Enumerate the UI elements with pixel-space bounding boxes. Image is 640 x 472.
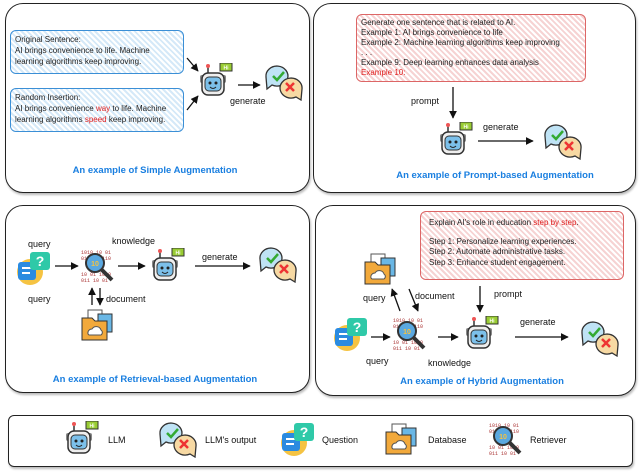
panel-hybrid-augmentation xyxy=(315,205,636,396)
llm-output-icon xyxy=(158,422,198,458)
prompt-line: Example 9: Deep learning enhances data a… xyxy=(361,58,539,67)
knowledge-label: knowledge xyxy=(112,236,156,246)
prompt-label: prompt xyxy=(411,96,440,106)
legend-retriever-label: Retriever xyxy=(530,435,567,445)
panel-retrieval-augmentation xyxy=(5,205,310,393)
text: AI brings convenience xyxy=(15,104,96,113)
arrow xyxy=(186,57,199,72)
original-sentence-line: learning algorithms keep improving. xyxy=(15,57,142,66)
random-insertion-line: AI brings convenience way to life. Machi… xyxy=(15,103,179,114)
text: to life. Machine xyxy=(110,104,167,113)
knowledge-label: knowledge xyxy=(428,358,472,368)
original-sentence-line: AI brings convenience to life. Machine xyxy=(15,46,150,55)
prompt-line: Generate one sentence that is related to… xyxy=(361,18,516,27)
prompt-augmentation-title: An example of Prompt-based Augmentation xyxy=(396,170,594,181)
llm-robot-icon xyxy=(62,421,102,457)
prompt-line: Example 1: AI brings convenience to life xyxy=(361,28,503,37)
cot-prompt-box: Explain AI's role in education step by s… xyxy=(420,211,624,280)
step-line: Step 3: Enhance student engagement. xyxy=(429,257,566,267)
step-line: Step 2: Automate administrative tasks. xyxy=(429,247,566,256)
original-sentence-label: Original Sentence: xyxy=(15,35,81,44)
legend-database-label: Database xyxy=(428,435,467,445)
simple-augmentation-title: An example of Simple Augmentation xyxy=(72,165,238,176)
hybrid-augmentation-title: An example of Hybrid Augmentation xyxy=(400,376,564,387)
random-insertion-line: learning algorithms speed keep improving… xyxy=(15,114,179,125)
highlight-text: step by step xyxy=(533,218,577,227)
retriever-icon xyxy=(488,421,524,457)
legend-question-label: Question xyxy=(322,435,359,445)
prompt-label: prompt xyxy=(494,289,523,299)
prompt-box: Generate one sentence that is related to… xyxy=(356,14,586,82)
arrow xyxy=(390,288,401,312)
random-insertion-label: Random Insertion: xyxy=(15,93,81,102)
step-line: Step 1: Personalize learning experiences… xyxy=(429,236,577,246)
query-label: query xyxy=(28,239,51,249)
retrieval-augmentation-title: An example of Retrieval-based Augmentati… xyxy=(52,374,258,385)
generate-label: generate xyxy=(483,122,519,132)
panel-simple-augmentation xyxy=(5,3,310,193)
question-icon xyxy=(280,421,316,457)
text: learning algorithms xyxy=(15,115,85,124)
database-icon xyxy=(384,422,420,456)
text: Explain AI's role in education xyxy=(429,218,534,227)
arrow xyxy=(408,288,419,312)
random-insertion-box: Random Insertion: AI brings convenience … xyxy=(10,88,184,132)
text: . xyxy=(576,218,579,227)
query-label: query xyxy=(28,294,51,304)
query-label: query xyxy=(366,356,389,366)
generate-label: generate xyxy=(202,252,238,262)
generate-label: generate xyxy=(520,317,556,327)
generate-label: generate xyxy=(230,96,266,106)
query-label: query xyxy=(363,293,386,303)
prompt-line-highlight: Example 10: xyxy=(361,68,406,77)
legend-output-label: LLM's output xyxy=(205,435,257,445)
legend-llm-label: LLM xyxy=(108,435,126,445)
prompt-line: Example 2: Machine learning algorithms k… xyxy=(361,38,560,47)
inserted-word: speed xyxy=(84,115,107,124)
arrow xyxy=(186,95,199,111)
cot-prompt-line: Explain AI's role in education step by s… xyxy=(429,218,615,229)
original-sentence-box: Original Sentence: AI brings convenience… xyxy=(10,30,184,74)
document-label: document xyxy=(415,291,455,301)
legend xyxy=(8,415,633,467)
prompt-line: . . . xyxy=(361,48,373,57)
document-label: document xyxy=(106,294,146,304)
inserted-word: way xyxy=(95,104,111,113)
panel-prompt-augmentation xyxy=(313,3,636,193)
text: keep improving. xyxy=(106,115,166,124)
